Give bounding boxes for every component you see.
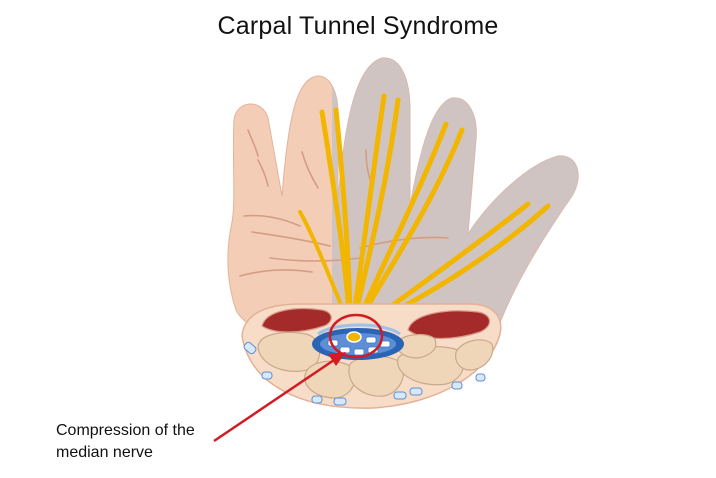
vessels — [243, 341, 486, 406]
hypothenar-muscle — [407, 310, 491, 340]
wrist-cross-section — [241, 303, 502, 409]
carpal-bones — [257, 331, 494, 399]
diagram-title: Carpal Tunnel Syndrome — [217, 12, 499, 40]
callout-line-1: Compression of the — [56, 422, 195, 439]
median-nerve-cross-section — [346, 331, 362, 343]
carpal-tunnel — [312, 323, 404, 360]
callout-arrow — [213, 352, 346, 443]
callout-label: Compression of the median nerve — [56, 420, 195, 464]
compression-highlight-circle — [328, 313, 384, 359]
callout-line-2: median nerve — [56, 444, 153, 461]
